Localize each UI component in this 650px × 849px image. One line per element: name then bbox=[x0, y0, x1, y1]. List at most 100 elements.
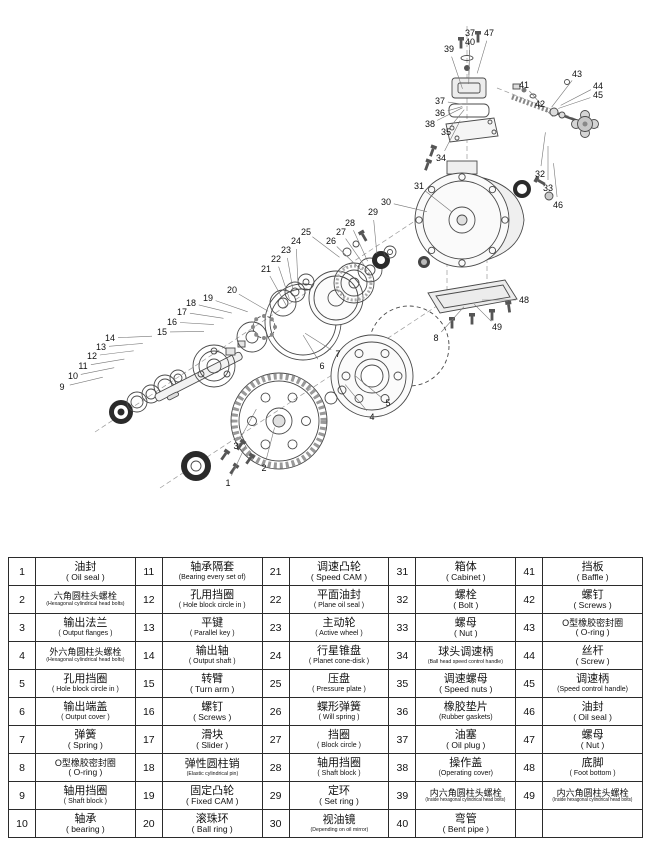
part-name-cell: 平键( Parallel key ) bbox=[161, 613, 263, 642]
part-name-en: ( Planet cone-disk ) bbox=[308, 657, 370, 665]
part-name-en: ( Nut ) bbox=[453, 628, 478, 639]
part-callout-15: 15 bbox=[157, 327, 167, 337]
part-number-cell: 8 bbox=[8, 753, 36, 782]
part-callout-33: 33 bbox=[543, 183, 553, 193]
part-name-en: (Inside hexagonal cylindrical head bolts… bbox=[552, 796, 633, 803]
part-name-cell: 弹性圆柱销(Elastic cylindrical pin) bbox=[161, 753, 263, 782]
part-name-cell: 行星锥盘( Planet cone-disk ) bbox=[288, 641, 390, 670]
part-name-cell: 球头调速柄(Ball head speed control handle) bbox=[415, 641, 517, 670]
part-name-en: ( Hole block circle in ) bbox=[51, 685, 119, 693]
part-callout-39: 39 bbox=[444, 44, 454, 54]
part-callout-34: 34 bbox=[436, 153, 446, 163]
part-callout-14: 14 bbox=[105, 333, 115, 343]
top-cover-stack bbox=[445, 30, 499, 143]
callout-leader-line bbox=[302, 334, 319, 360]
callout-leader-line bbox=[278, 266, 290, 299]
part-number-cell: 21 bbox=[261, 557, 290, 586]
part-name-zh: 内六角圆柱头螺栓 bbox=[556, 787, 629, 798]
part-name-en: ( Foot bottom ) bbox=[569, 769, 616, 777]
part-callout-35: 35 bbox=[441, 127, 451, 137]
part-callout-21: 21 bbox=[261, 264, 271, 274]
callout-leader-line bbox=[345, 238, 366, 267]
part-number-cell: 49 bbox=[515, 781, 544, 810]
callout-leader-line bbox=[117, 335, 153, 338]
part-number-cell: 20 bbox=[134, 809, 163, 838]
callout-leader-line bbox=[545, 109, 553, 117]
part-name-en: ( Screws ) bbox=[193, 712, 232, 723]
part-callout-25: 25 bbox=[301, 227, 311, 237]
part-name-zh: 压盘 bbox=[327, 673, 350, 686]
part-number-cell: 7 bbox=[8, 725, 36, 754]
part-callout-37: 37 bbox=[435, 96, 445, 106]
part-number-cell: 46 bbox=[515, 697, 544, 726]
part-name-cell: 孔用挡圈( Hole block circle in ) bbox=[35, 669, 136, 698]
part-name-zh: 橡胶垫片 bbox=[443, 701, 488, 714]
part-callout-49: 49 bbox=[492, 322, 502, 332]
part-name-cell: 调速螺母( Speed nuts ) bbox=[415, 669, 517, 698]
callout-leader-line bbox=[238, 293, 269, 312]
inner-disk-train bbox=[264, 228, 397, 361]
part-name-zh: 底脚 bbox=[581, 757, 604, 770]
callout-leader-line bbox=[560, 89, 592, 106]
part-callout-10: 10 bbox=[68, 371, 78, 381]
part-name-cell: 输出法兰( Output flanges ) bbox=[35, 613, 136, 642]
part-number-cell: 17 bbox=[134, 725, 163, 754]
part-name-zh: 螺栓 bbox=[454, 588, 477, 601]
part-name-zh: 调速凸轮 bbox=[316, 560, 361, 573]
part-name-zh: 孔用挡圈 bbox=[63, 673, 108, 686]
part-number-cell: 43 bbox=[515, 613, 544, 642]
part-name-en: ( Screws ) bbox=[573, 600, 612, 611]
callout-leader-line bbox=[476, 40, 488, 74]
callout-leader-line bbox=[558, 97, 591, 109]
part-number-cell bbox=[515, 809, 544, 838]
callout-leader-line bbox=[441, 306, 465, 333]
part-number-cell: 31 bbox=[388, 557, 417, 586]
callout-leader-line bbox=[447, 101, 463, 105]
part-name-zh: 螺母 bbox=[454, 616, 477, 629]
part-name-zh: 油封 bbox=[74, 560, 97, 573]
part-callout-43: 43 bbox=[572, 69, 582, 79]
part-name-cell: 内六角圆柱头螺栓(Inside hexagonal cylindrical he… bbox=[415, 781, 517, 810]
part-callout-17: 17 bbox=[177, 307, 187, 317]
part-name-cell: 固定凸轮( Fixed CAM ) bbox=[161, 781, 263, 810]
callout-leader-line bbox=[198, 304, 232, 314]
part-name-cell: 挡圈( Block circle ) bbox=[288, 725, 390, 754]
part-name-en: ( Plane oil seal ) bbox=[313, 601, 365, 609]
part-number-cell: 32 bbox=[388, 585, 417, 614]
part-name-zh: 转臂 bbox=[201, 672, 224, 685]
part-name-en: ( Shaft block ) bbox=[317, 769, 361, 777]
part-callout-12: 12 bbox=[87, 351, 97, 361]
part-number-cell: 25 bbox=[261, 669, 290, 698]
part-name-en: ( Baffle ) bbox=[576, 572, 609, 583]
part-name-cell: 转臂( Turn arm ) bbox=[161, 669, 263, 698]
part-number-cell: 40 bbox=[388, 809, 417, 838]
part-name-en: ( O-ring ) bbox=[68, 767, 103, 777]
callout-leader-line bbox=[231, 444, 247, 476]
part-name-cell: 螺母( Nut ) bbox=[415, 613, 517, 642]
callout-leader-line bbox=[239, 409, 257, 440]
part-name-en: ( Cabinet ) bbox=[445, 572, 486, 583]
part-name-zh: 视油镜 bbox=[322, 813, 356, 826]
part-name-en: ( Set ring ) bbox=[319, 796, 359, 807]
part-callout-38: 38 bbox=[425, 119, 435, 129]
part-number-cell: 34 bbox=[388, 641, 417, 670]
callout-leader-line bbox=[189, 312, 224, 319]
callout-leader-line bbox=[99, 350, 134, 356]
part-name-zh: 六角圆柱头螺栓 bbox=[53, 591, 117, 602]
part-name-zh: 弹性圆柱销 bbox=[184, 757, 240, 770]
part-callout-3: 3 bbox=[233, 441, 238, 451]
part-callout-18: 18 bbox=[186, 298, 196, 308]
part-number-cell: 14 bbox=[134, 641, 163, 670]
part-name-cell: 滚珠环( Ball ring ) bbox=[161, 809, 263, 838]
part-name-cell: 外六角圆柱头螺栓(Hexagonal cylindrical head bolt… bbox=[35, 641, 136, 670]
callout-leader-line bbox=[373, 219, 378, 254]
part-name-en: ( Oil seal ) bbox=[573, 712, 612, 723]
part-name-zh: 油塞 bbox=[454, 728, 477, 741]
part-name-en: ( Speed CAM ) bbox=[310, 572, 368, 583]
part-name-zh: 定环 bbox=[327, 784, 350, 797]
